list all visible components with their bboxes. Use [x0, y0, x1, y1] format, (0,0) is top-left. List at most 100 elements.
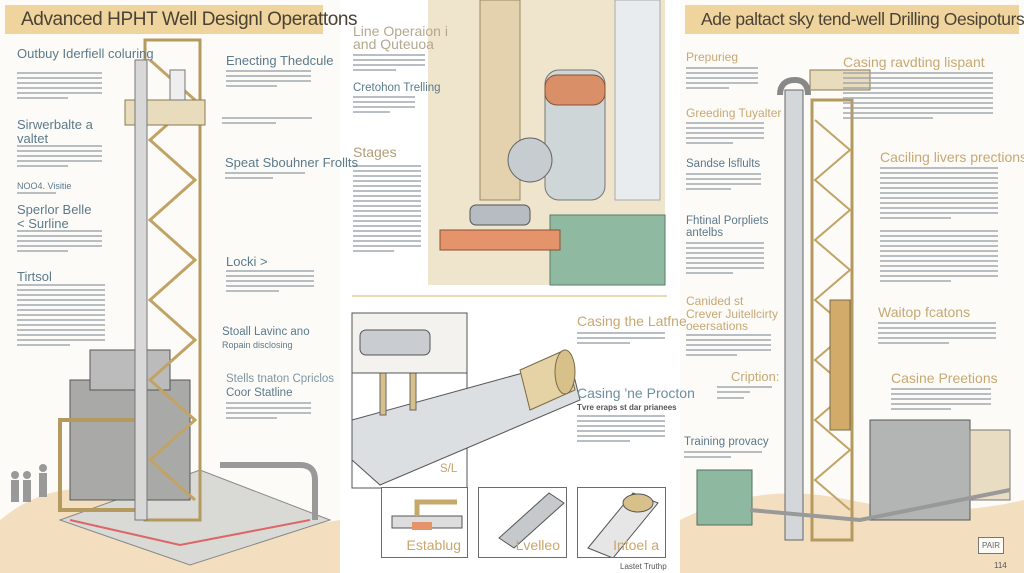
text-line [353, 200, 421, 202]
inset-lvelleo: Lvelleo [478, 487, 567, 558]
text-line [577, 425, 665, 427]
text-line [880, 207, 998, 209]
text-line [891, 388, 991, 390]
text-line [684, 456, 731, 458]
text-line [843, 72, 993, 74]
text-line [226, 417, 277, 419]
text-line [17, 344, 70, 346]
body-text-lines [225, 172, 305, 179]
text-line [686, 122, 764, 124]
text-line [686, 262, 764, 264]
right-panel: Ade paltact sky tend-well Drilling Oesip… [680, 0, 1024, 573]
text-line [686, 344, 771, 346]
text-line [17, 192, 56, 194]
body-text-lines [222, 117, 312, 124]
text-line [686, 77, 758, 79]
label-casing-procton: Casing 'ne Procton [577, 385, 695, 401]
text-line [686, 142, 733, 144]
label-waitop: Waitop fcatons [878, 304, 971, 320]
text-line [17, 314, 105, 316]
text-line [222, 122, 276, 124]
label-prepurieg: Prepurieg [686, 50, 739, 64]
text-line [878, 327, 996, 329]
label-coor: Coor Statline [226, 387, 293, 399]
text-line [577, 415, 665, 417]
left-title-banner: Advanced HPHT Well Designl Operattons [5, 5, 358, 34]
text-line [226, 285, 314, 287]
text-line [353, 195, 421, 197]
text-line [684, 451, 762, 453]
text-line [686, 127, 764, 129]
body-text-lines [353, 165, 421, 252]
text-line [17, 329, 105, 331]
label-cretohon: Cretohon Trelling [353, 82, 441, 94]
text-line [880, 192, 998, 194]
text-line [686, 87, 730, 89]
text-line [17, 230, 102, 232]
text-line [843, 102, 993, 104]
label-sperlor: Sperlor Belle < Surline [17, 202, 92, 231]
left-panel: Advanced HPHT Well Designl Operattons Ou… [0, 0, 358, 573]
label-cription: Cription: [731, 369, 780, 384]
text-line [880, 245, 998, 247]
text-line [880, 217, 951, 219]
text-line [17, 150, 102, 152]
text-line [17, 235, 102, 237]
text-line [686, 178, 761, 180]
body-text-lines [686, 334, 771, 356]
text-line [353, 250, 394, 252]
body-text-lines [684, 451, 762, 458]
text-line [353, 111, 391, 113]
section-divider [352, 295, 667, 297]
pair-box: PAIR [978, 537, 1004, 554]
text-line [880, 260, 998, 262]
text-line [577, 420, 665, 422]
text-line [353, 180, 421, 182]
text-line [17, 77, 102, 79]
text-line [880, 230, 998, 232]
text-line [891, 398, 991, 400]
text-line [226, 275, 314, 277]
text-line [880, 202, 998, 204]
text-line [17, 309, 105, 311]
text-line [353, 96, 415, 98]
label-ropain: Ropain disclosing [222, 340, 293, 350]
label-casing-ravdting: Casing ravdting lispant [843, 54, 985, 70]
label-stages: Stages [353, 144, 397, 160]
label-antelbs: antelbs [686, 227, 724, 239]
label-enecting: Enecting Thedcule [226, 53, 334, 68]
text-line [686, 257, 764, 259]
text-line [717, 386, 772, 388]
text-line [843, 87, 993, 89]
text-line [17, 165, 68, 167]
text-line [226, 75, 311, 77]
text-line [843, 97, 993, 99]
text-line [686, 82, 758, 84]
label-outbuy: Outbuy Iderfiell coluring [17, 46, 154, 61]
text-line [225, 172, 305, 174]
inset-intoel: Intoel a [577, 487, 666, 558]
body-text-lines [686, 242, 764, 274]
text-line [353, 175, 421, 177]
text-line [17, 304, 105, 306]
text-line [353, 225, 421, 227]
text-line [686, 173, 761, 175]
text-line [17, 324, 105, 326]
wellhead-equipment-illustration [428, 0, 666, 286]
text-line [686, 67, 758, 69]
text-line [353, 64, 425, 66]
label-noo4: NOO4. Visitie [17, 181, 72, 191]
text-line [353, 54, 425, 56]
text-line [686, 334, 771, 336]
body-text-lines [17, 284, 105, 346]
text-line [17, 250, 68, 252]
text-line [226, 270, 314, 272]
text-line [843, 117, 933, 119]
text-line [878, 332, 996, 334]
text-line [686, 188, 731, 190]
text-line [843, 92, 993, 94]
text-line [353, 165, 421, 167]
label-crever: Crever Juitellcirty [686, 307, 779, 321]
text-line [577, 337, 665, 339]
body-text-lines [686, 173, 761, 190]
